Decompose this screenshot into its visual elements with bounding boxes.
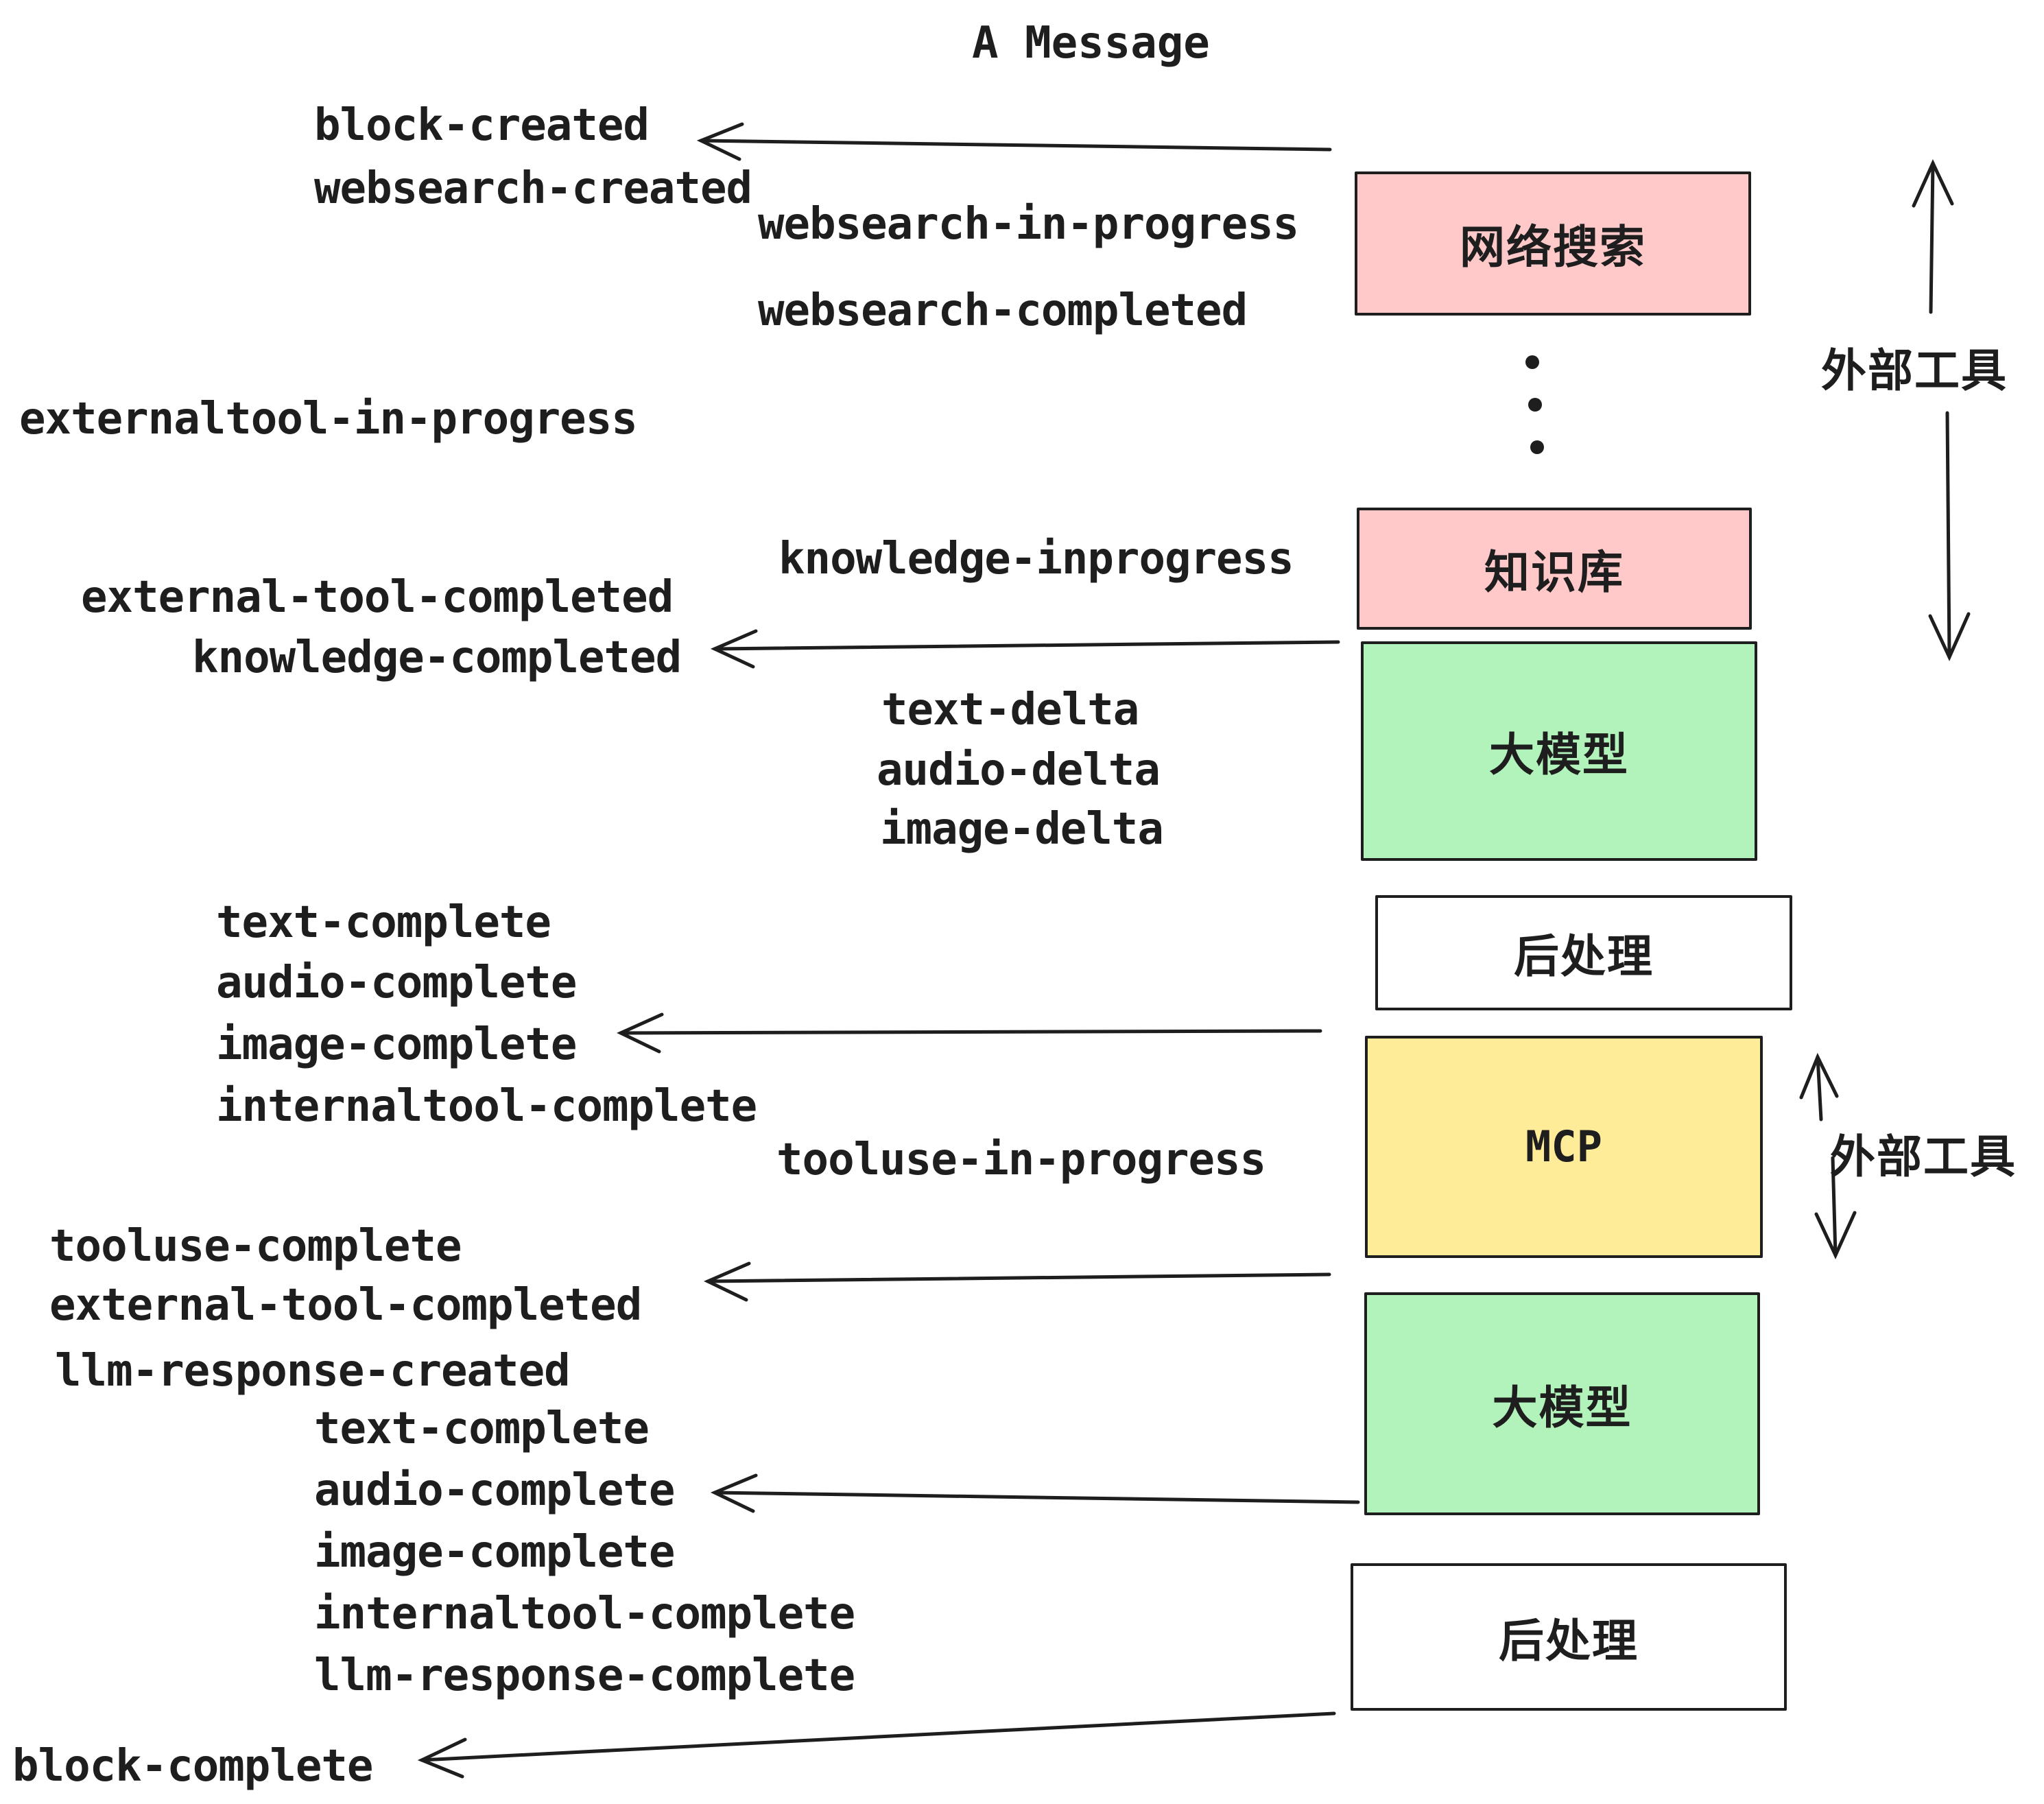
arrow-external-tools-top-down	[1928, 411, 1971, 662]
box-postprocess-2: 后处理	[1351, 1563, 1787, 1711]
box-knowledge-base: 知识库	[1357, 508, 1752, 630]
event-knowledge-completed: knowledge-completed	[192, 632, 682, 683]
arrow-audio-complete	[710, 1473, 1360, 1513]
box-postprocess-1-label: 后处理	[1514, 931, 1654, 982]
arrow-external-tools-top-up	[1912, 159, 1954, 314]
event-block-created: block-created	[314, 100, 650, 151]
event-text-delta: text-delta	[881, 685, 1139, 735]
event-audio-complete-2: audio-complete	[314, 1465, 675, 1516]
event-external-tool-completed-2: external-tool-completed	[49, 1280, 642, 1331]
arrow-image-complete	[617, 1012, 1322, 1054]
event-knowledge-inprogress: knowledge-inprogress	[779, 534, 1294, 584]
diagram-title: A Message	[972, 18, 1210, 69]
box-llm-1: 大模型	[1361, 641, 1757, 861]
box-websearch: 网络搜索	[1355, 171, 1751, 316]
box-mcp: MCP	[1365, 1036, 1763, 1258]
box-postprocess-2-label: 后处理	[1499, 1615, 1639, 1666]
box-llm-1-label: 大模型	[1489, 729, 1629, 780]
event-externaltool-in-progress: externaltool-in-progress	[19, 394, 638, 444]
event-tooluse-complete: tooluse-complete	[49, 1221, 462, 1272]
box-knowledge-base-label: 知识库	[1484, 547, 1624, 597]
event-websearch-completed: websearch-completed	[758, 285, 1248, 336]
event-websearch-created: websearch-created	[314, 163, 752, 214]
event-block-complete: block-complete	[12, 1741, 373, 1792]
event-llm-response-created: llm-response-created	[55, 1346, 571, 1397]
event-tooluse-in-progress: tooluse-in-progress	[776, 1135, 1266, 1185]
event-external-tool-completed: external-tool-completed	[81, 572, 674, 623]
event-internaltool-complete-2: internaltool-complete	[314, 1589, 855, 1639]
box-websearch-label: 网络搜索	[1460, 222, 1646, 272]
annotation-external-tools-top: 外部工具	[1821, 345, 2008, 396]
box-llm-2-label: 大模型	[1492, 1381, 1632, 1433]
arrow-block-complete	[417, 1711, 1336, 1779]
event-image-delta: image-delta	[880, 804, 1164, 855]
arrow-knowledge-completed	[710, 629, 1340, 669]
box-postprocess-1: 后处理	[1375, 895, 1792, 1010]
event-text-complete-2: text-complete	[314, 1403, 650, 1454]
event-audio-complete: audio-complete	[216, 958, 577, 1008]
arrow-external-tools-bottom-up	[1799, 1052, 1839, 1121]
event-audio-delta: audio-delta	[877, 745, 1161, 796]
event-llm-response-complete: llm-response-complete	[314, 1650, 855, 1701]
ellipsis-dots-icon	[1525, 355, 1544, 454]
annotation-external-tools-bottom: 外部工具	[1830, 1131, 2017, 1182]
event-websearch-in-progress: websearch-in-progress	[758, 199, 1299, 250]
arrow-external-tool-completed	[703, 1261, 1331, 1302]
box-mcp-label: MCP	[1525, 1121, 1602, 1172]
event-image-complete: image-complete	[216, 1019, 577, 1070]
event-internaltool-complete: internaltool-complete	[216, 1081, 757, 1132]
event-text-complete: text-complete	[216, 897, 551, 948]
arrow-block-created	[696, 122, 1332, 161]
box-llm-2: 大模型	[1364, 1292, 1760, 1515]
event-image-complete-2: image-complete	[314, 1527, 675, 1578]
